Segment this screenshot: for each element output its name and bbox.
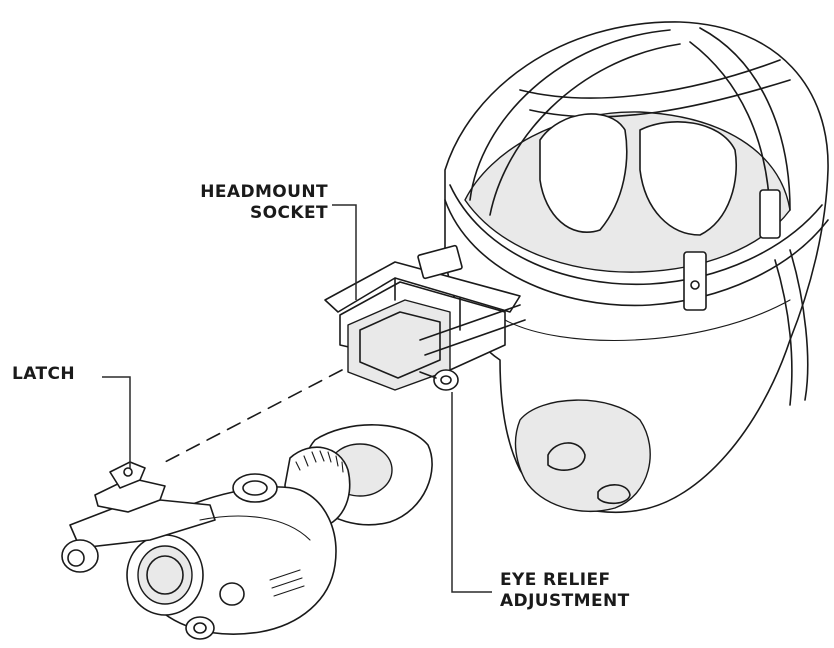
focus-ring-ribs: [295, 450, 344, 473]
socket-rail: [419, 304, 521, 341]
latch-pivot: [123, 467, 133, 477]
leader-latch: [102, 376, 131, 468]
harness-top-strap-right: [699, 27, 791, 211]
socket-inner-detail: [359, 311, 441, 379]
callout-headmount-socket: HEADMOUNT SOCKET: [168, 182, 328, 224]
callout-eye-relief-line1: EYE RELIEF: [500, 570, 611, 590]
harness-headband: [444, 199, 829, 307]
harness-top-strap-left-2: [489, 43, 681, 216]
bottom-control-knob: [185, 616, 215, 640]
harness-top-strap-right-2: [689, 41, 771, 216]
callout-headmount-socket-line2: SOCKET: [250, 203, 328, 223]
night-vision-monocular: [61, 424, 433, 640]
objective-lens: [137, 545, 193, 605]
socket-frame-top: [324, 261, 521, 313]
monocular-top-tube: [232, 473, 278, 503]
leader-eye-relief: [451, 392, 492, 593]
leader-headmount-socket: [332, 204, 357, 300]
harness-seam: [504, 299, 791, 342]
body-seam: [199, 515, 311, 541]
harness-pad-right: [639, 121, 738, 236]
eye-relief-knob: [419, 369, 459, 391]
headmount-socket: [324, 244, 526, 391]
knob-shaft: [419, 371, 437, 379]
harness-cross-strap: [519, 59, 781, 99]
harness-side-strap-2: [774, 259, 793, 406]
alignment-dashed-line: [164, 369, 343, 463]
harness-headband-inner: [449, 184, 823, 286]
objective-lens-inner: [146, 555, 184, 595]
harness-chin-vent: [547, 442, 586, 471]
buckle-rivet: [690, 280, 700, 290]
knob-body: [433, 369, 459, 391]
harness-pad-left: [539, 113, 628, 233]
top-tube-inner: [242, 480, 268, 496]
knob-center: [440, 375, 452, 385]
harness-cross-strap-2: [529, 79, 791, 118]
harness-top-strap-left: [469, 29, 671, 201]
socket-mount-plate: [417, 244, 463, 280]
socket-rail-2: [424, 319, 526, 356]
bottom-knob-center: [193, 622, 207, 634]
callout-latch: LATCH: [12, 364, 75, 385]
arm-front-knob-center: [67, 549, 85, 567]
harness-chin-hole: [597, 484, 631, 505]
callout-eye-relief-line2: ADJUSTMENT: [500, 591, 630, 611]
callout-latch-line1: LATCH: [12, 364, 75, 384]
harness-buckle-right: [759, 189, 781, 239]
harness-side-strap: [789, 249, 809, 401]
callout-headmount-socket-line1: HEADMOUNT: [200, 182, 328, 202]
callout-eye-relief-adjustment: EYE RELIEF ADJUSTMENT: [500, 570, 630, 612]
latch-lever: [109, 461, 146, 489]
side-control-knob: [219, 582, 245, 606]
head-harness: [444, 21, 829, 514]
arm-front-knob: [61, 539, 99, 573]
body-grip-lines: [269, 569, 305, 597]
harness-chin-cup: [514, 399, 651, 512]
